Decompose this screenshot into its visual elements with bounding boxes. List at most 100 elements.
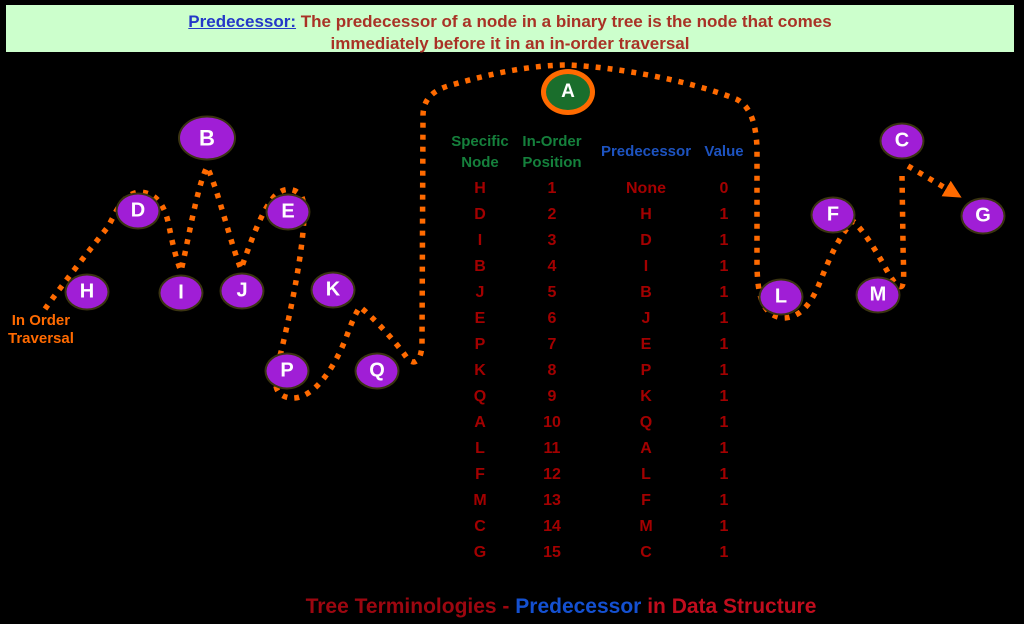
table-cell-node: H <box>474 180 486 197</box>
tree-node-label: J <box>236 279 248 302</box>
in-order-traversal-label: In Order Traversal <box>8 312 74 348</box>
table-cell-position: 5 <box>547 284 557 301</box>
table-cell-predecessor: M <box>639 518 653 535</box>
tree-node-K: K <box>310 271 356 309</box>
table-cell-predecessor: J <box>641 310 651 327</box>
table-cell-node: Q <box>473 388 487 405</box>
definition-line1-text: The predecessor of a node in a binary tr… <box>296 12 832 31</box>
footer-title-part1: Tree Terminologies - <box>305 595 516 618</box>
tree-node-label: B <box>199 125 215 150</box>
tree-node-label: H <box>79 280 95 303</box>
table-cell-predecessor: K <box>640 388 652 405</box>
table-cell-value: 1 <box>719 544 729 561</box>
table-cell-predecessor: P <box>640 362 652 379</box>
tree-node-Q: Q <box>354 352 400 390</box>
table-cell-node: B <box>474 258 486 275</box>
header-in-order-position: In-Order Position <box>502 131 602 173</box>
table-cell-value: 1 <box>719 388 729 405</box>
header-predecessor: Predecessor <box>600 143 692 160</box>
tree-node-B: B <box>178 115 236 161</box>
table-cell-position: 15 <box>543 544 561 561</box>
table-cell-predecessor: E <box>640 336 652 353</box>
table-cell-position: 8 <box>547 362 557 379</box>
table-cell-position: 14 <box>543 518 561 535</box>
header-in-order-position-line2: Position <box>522 154 582 171</box>
table-cell-node: K <box>474 362 486 379</box>
table-cell-value: 1 <box>719 232 729 249</box>
table-cell-node: P <box>474 336 486 353</box>
table-cell-predecessor: A <box>640 440 652 457</box>
tree-node-D: D <box>115 192 161 230</box>
table-cell-predecessor: I <box>643 258 649 275</box>
table-cell-position: 9 <box>547 388 557 405</box>
tree-node-label: K <box>325 278 341 301</box>
header-value: Value <box>704 143 744 160</box>
table-cell-value: 1 <box>719 466 729 483</box>
table-cell-node: A <box>474 414 486 431</box>
in-order-traversal-label-line2: Traversal <box>8 330 74 347</box>
table-cell-position: 4 <box>547 258 557 275</box>
tree-node-label: P <box>280 359 294 382</box>
tree-node-label: E <box>281 200 295 223</box>
header-specific-node: Specific Node <box>430 131 530 173</box>
definition-line2-text: immediately before it in an in-order tra… <box>330 34 690 53</box>
tree-node-label: L <box>774 285 788 308</box>
tree-node-H: H <box>64 273 110 311</box>
header-specific-node-line1: Specific <box>451 133 509 150</box>
table-cell-node: M <box>473 492 487 509</box>
table-cell-value: 0 <box>719 180 729 197</box>
tree-node-M: M <box>855 276 901 314</box>
footer-title: Tree Terminologies - Predecessor in Data… <box>98 595 1024 619</box>
tree-node-L: L <box>758 278 804 316</box>
definition-line1: Predecessor: The predecessor of a node i… <box>6 11 1014 33</box>
header-specific-node-line2: Node <box>461 154 499 171</box>
tree-node-F: F <box>810 196 856 234</box>
table-cell-node: L <box>475 440 485 457</box>
table-cell-predecessor: L <box>641 466 651 483</box>
table-cell-node: C <box>474 518 486 535</box>
tree-node-I: I <box>158 274 204 312</box>
table-cell-value: 1 <box>719 492 729 509</box>
tree-node-P: P <box>264 352 310 390</box>
table-cell-node: D <box>474 206 486 223</box>
table-cell-value: 1 <box>719 440 729 457</box>
header-in-order-position-line1: In-Order <box>522 133 582 150</box>
table-cell-position: 2 <box>547 206 557 223</box>
tree-node-label: G <box>975 204 991 227</box>
table-cell-position: 3 <box>547 232 557 249</box>
tree-node-G: G <box>960 197 1006 235</box>
table-cell-value: 1 <box>719 258 729 275</box>
tree-node-label: Q <box>369 359 385 382</box>
table-cell-node: J <box>475 284 485 301</box>
traversal-arrow-segment <box>906 163 962 198</box>
table-cell-node: G <box>473 544 487 561</box>
table-cell-value: 1 <box>719 414 729 431</box>
table-cell-position: 7 <box>547 336 557 353</box>
tree-node-label: I <box>178 281 184 304</box>
tree-node-A: A <box>541 69 595 115</box>
tree-node-label: F <box>826 203 840 226</box>
definition-term: Predecessor: <box>188 12 297 31</box>
table-cell-node: I <box>477 232 483 249</box>
table-cell-value: 1 <box>719 310 729 327</box>
table-cell-value: 1 <box>719 206 729 223</box>
tree-node-E: E <box>265 193 311 231</box>
tree-node-C: C <box>879 122 925 160</box>
table-cell-value: 1 <box>719 284 729 301</box>
table-cell-position: 12 <box>543 466 561 483</box>
tree-node-label: C <box>894 129 910 152</box>
table-cell-position: 1 <box>547 180 557 197</box>
table-cell-position: 11 <box>543 440 561 457</box>
tree-node-label: M <box>869 283 887 306</box>
table-cell-value: 1 <box>719 518 729 535</box>
table-cell-value: 1 <box>719 336 729 353</box>
table-cell-predecessor: B <box>640 284 652 301</box>
footer-title-part2: Predecessor <box>515 595 642 618</box>
table-cell-predecessor: D <box>640 232 652 249</box>
